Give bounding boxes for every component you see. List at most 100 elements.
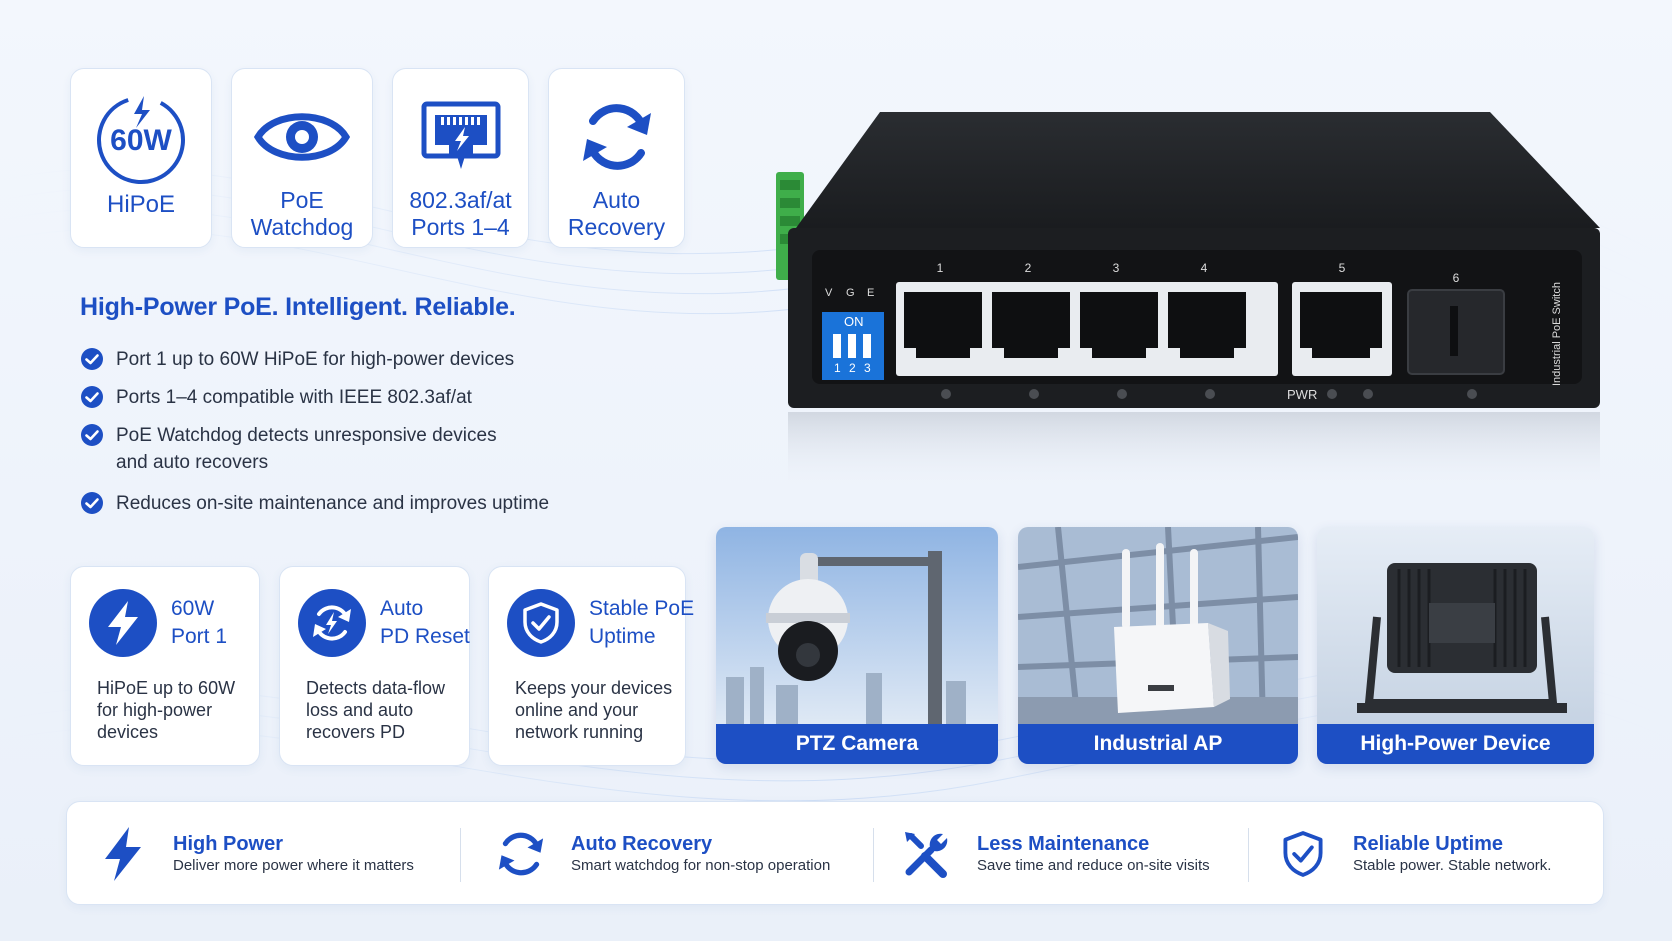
- side-letter: G: [846, 287, 855, 299]
- bullet-text: Reduces on-site maintenance and improves…: [116, 493, 550, 514]
- port-number: 4: [1201, 261, 1208, 275]
- strip-desc: Stable power. Stable network.: [1353, 857, 1552, 874]
- poe-switch-product-image: ON 1 2 3 V G E 1 2 3: [770, 100, 1600, 530]
- application-card-ptz-camera: PTZ Camera: [716, 527, 998, 764]
- benefit-title-line-2: Uptime: [589, 625, 656, 648]
- dip-number: 1: [834, 361, 841, 375]
- headline: High-Power PoE. Intelligent. Reliable.: [80, 293, 516, 321]
- bullet-text: Ports 1–4 compatible with IEEE 802.3af/a…: [116, 387, 472, 408]
- rj45-port-1: [904, 292, 982, 358]
- switch-illustration: ON 1 2 3 V G E 1 2 3: [776, 112, 1600, 492]
- benefits-strip: High Power Deliver more power where it m…: [66, 801, 1604, 905]
- benefit-desc: HiPoE up to 60W for high-power devices: [97, 678, 236, 742]
- bullet-item: Reduces on-site maintenance and improves…: [80, 490, 600, 517]
- application-card-industrial-ap: Industrial AP: [1018, 527, 1298, 764]
- bullet-item: PoE Watchdog detects unresponsive device…: [80, 422, 600, 476]
- pwr-label: PWR: [1287, 387, 1317, 402]
- strip-item-reliable-uptime: Reliable Uptime Stable power. Stable net…: [1271, 802, 1551, 906]
- benefit-desc: Keeps your devices online and your netwo…: [515, 678, 673, 742]
- strip-title: Less Maintenance: [977, 833, 1150, 855]
- lightning-badge-icon: 60W: [97, 96, 185, 184]
- benefit-title: 60W Port 1: [171, 595, 271, 651]
- side-letter: V: [825, 287, 833, 299]
- feature-card-poe-watchdog: PoE Watchdog: [231, 68, 373, 248]
- lightning-icon: [108, 601, 138, 645]
- switch-side-label: Industrial PoE Switch: [1551, 282, 1563, 386]
- benefit-icon-circle: [89, 589, 157, 657]
- feature-label-recovery: Recovery: [567, 214, 666, 240]
- strip-desc: Save time and reduce on-site visits: [977, 857, 1210, 874]
- rj45-port-3: [1080, 292, 1158, 358]
- ethernet-port-icon: [421, 101, 500, 169]
- benefit-title-line-2: PD Reset: [380, 625, 470, 648]
- strip-item-auto-recovery: Auto Recovery Smart watchdog for non-sto…: [489, 802, 830, 906]
- check-circle-icon: [81, 492, 103, 514]
- feature-bullet-list: Port 1 up to 60W HiPoE for high-power de…: [80, 346, 600, 517]
- benefit-card-auto-pd-reset: Auto PD Reset Detects data-flow loss and…: [279, 566, 470, 766]
- strip-title: High Power: [173, 833, 284, 855]
- strip-title: Auto Recovery: [571, 833, 713, 855]
- benefit-card-60w: 60W Port 1 HiPoE up to 60W for high-powe…: [70, 566, 260, 766]
- shield-check-icon: [1283, 831, 1323, 877]
- application-caption: PTZ Camera: [716, 724, 998, 764]
- ptz-camera-image: [716, 527, 998, 725]
- strip-title: Reliable Uptime: [1353, 833, 1504, 855]
- hipoe-badge-text: 60W: [110, 124, 172, 157]
- feature-card-802-3af-at: 802.3af/at Ports 1–4: [392, 68, 529, 248]
- feature-label-poe: PoE: [280, 187, 324, 213]
- application-card-high-power-device: High-Power Device: [1317, 527, 1594, 764]
- check-circle-icon: [81, 386, 103, 408]
- rj45-port-4: [1168, 292, 1246, 358]
- benefit-card-stable-poe: Stable PoE Uptime Keeps your devices onl…: [488, 566, 694, 766]
- lightning-icon: [105, 827, 141, 881]
- industrial-ap-image: [1018, 527, 1298, 725]
- dip-on-label: ON: [844, 314, 864, 329]
- feature-label-watchdog: Watchdog: [250, 214, 354, 240]
- feature-label-auto: Auto: [592, 187, 641, 213]
- benefit-title: Stable PoE Uptime: [589, 595, 699, 651]
- bullet-item: Ports 1–4 compatible with IEEE 802.3af/a…: [80, 384, 600, 411]
- rj45-port-2: [992, 292, 1070, 358]
- port-number: 5: [1339, 261, 1346, 275]
- feature-label-802: 802.3af/at: [409, 187, 512, 213]
- refresh-icon: [582, 104, 651, 170]
- feature-label-ports: Ports 1–4: [411, 214, 510, 240]
- high-power-device-image: [1317, 527, 1594, 725]
- benefit-icon-circle: [298, 589, 366, 657]
- check-circle-icon: [81, 424, 103, 446]
- strip-divider: [1248, 828, 1249, 882]
- refresh-lightning-icon: [313, 605, 351, 641]
- strip-item-less-maintenance: Less Maintenance Save time and reduce on…: [895, 802, 1210, 906]
- feature-card-auto-recovery: Auto Recovery: [548, 68, 685, 248]
- strip-divider: [873, 828, 874, 882]
- check-circle-icon: [81, 348, 103, 370]
- benefit-title-line-2: Port 1: [171, 625, 228, 648]
- shield-check-icon: [523, 602, 559, 644]
- benefit-title-line-1: Stable PoE: [589, 597, 695, 620]
- benefit-title-line-1: 60W: [171, 597, 215, 620]
- refresh-icon: [498, 832, 544, 876]
- dip-number: 3: [864, 361, 871, 375]
- strip-divider: [460, 828, 461, 882]
- benefit-title: Auto PD Reset: [380, 595, 480, 651]
- bullet-item: Port 1 up to 60W HiPoE for high-power de…: [80, 346, 600, 373]
- side-letter: E: [867, 287, 874, 299]
- tools-icon: [905, 832, 948, 878]
- benefit-icon-circle: [507, 589, 575, 657]
- port-number: 6: [1453, 271, 1460, 285]
- application-caption: Industrial AP: [1018, 724, 1298, 764]
- strip-desc: Smart watchdog for non-stop operation: [571, 857, 831, 874]
- application-caption: High-Power Device: [1317, 724, 1594, 764]
- dip-number: 2: [849, 361, 856, 375]
- port-number: 2: [1025, 261, 1032, 275]
- rj45-port-5: [1300, 292, 1382, 358]
- strip-item-high-power: High Power Deliver more power where it m…: [91, 802, 414, 906]
- benefit-desc: Detects data-flow loss and auto recovers…: [306, 678, 446, 742]
- benefit-title-line-1: Auto: [380, 597, 424, 620]
- bullet-text: Port 1 up to 60W HiPoE for high-power de…: [116, 349, 515, 370]
- feature-label-hipoe: HiPoE: [106, 191, 176, 218]
- bullet-text: PoE Watchdog detects unresponsive device…: [116, 425, 497, 473]
- strip-desc: Deliver more power where it matters: [173, 857, 414, 874]
- feature-card-hipoe: 60W HiPoE: [70, 68, 212, 248]
